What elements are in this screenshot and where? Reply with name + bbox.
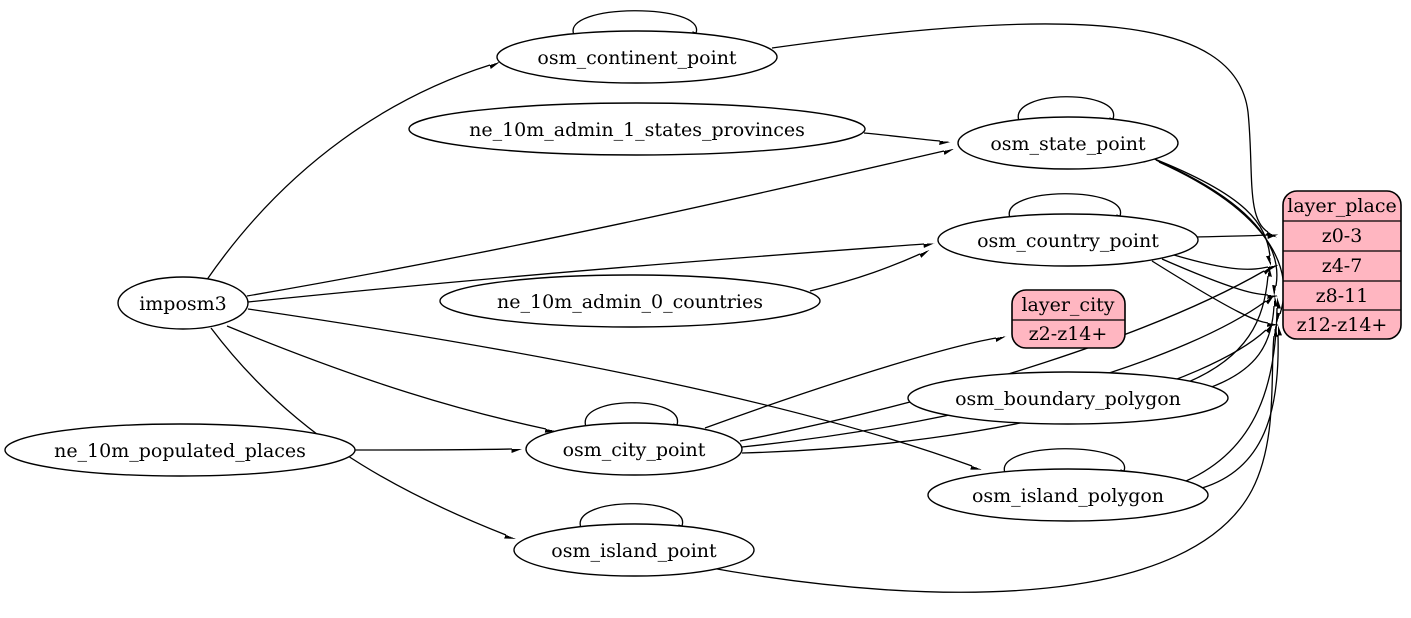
selfloop-osm_continent_point	[572, 10, 697, 35]
edge-imposm3-osm_country_point	[247, 244, 924, 303]
node-label: osm_continent_point	[537, 47, 737, 69]
node-shape	[408, 102, 866, 156]
record-layer_place: layer_place z0-3 z4-7 z8-11 z12-z14+	[1282, 190, 1402, 340]
record-row-z12-z14: z12-z14+	[1297, 314, 1388, 336]
node-ne_10m_admin_1_states_provinces: ne_10m_admin_1_states_provinces	[408, 102, 866, 156]
node-label: osm_city_point	[563, 439, 706, 461]
node-osm_continent_point: osm_continent_point	[496, 30, 778, 84]
node-shape	[439, 274, 821, 328]
node-osm_country_point: osm_country_point	[937, 213, 1199, 267]
edge-osm_country_point-layer_place-z0	[1196, 235, 1268, 237]
edge-osm_island_point-layer_place-z12	[699, 336, 1274, 593]
record-row-z4-7: z4-7	[1322, 255, 1363, 277]
selfloop-osm_island_point	[579, 503, 683, 528]
selfloop-osm_island_polygon	[1003, 448, 1125, 473]
edge-imposm3-osm_state_point	[246, 151, 944, 297]
edge-osm_boundary_polygon-layer_place-z4	[1185, 276, 1268, 384]
node-ne_10m_populated_places: ne_10m_populated_places	[4, 423, 356, 477]
edge-osm_city_point-layer_city-z2	[704, 338, 996, 429]
edge-osm_island_polygon-layer_place-z12	[1201, 335, 1278, 489]
node-osm_boundary_polygon: osm_boundary_polygon	[907, 371, 1229, 425]
node-shape	[927, 468, 1209, 522]
record-row-z2-z14: z2-z14+	[1029, 323, 1108, 345]
node-shape	[525, 422, 743, 476]
selfloop-osm_city_point	[584, 402, 678, 427]
edges-layer	[205, 10, 1285, 593]
edge-osm_country_point-layer_place-z8	[1161, 258, 1268, 295]
record-layer_city: layer_city z2-z14+	[1011, 289, 1126, 349]
node-label: osm_state_point	[990, 133, 1146, 155]
node-shape	[907, 371, 1229, 425]
edge-osm_city_point-layer_place-z4	[739, 271, 1264, 442]
node-osm_island_point: osm_island_point	[513, 523, 755, 577]
node-label: osm_island_polygon	[972, 485, 1164, 507]
record-shape	[1011, 289, 1126, 349]
node-ne_10m_admin_0_countries: ne_10m_admin_0_countries	[439, 274, 821, 328]
edge-imposm3-osm_continent_point	[205, 65, 490, 282]
edge-osm_continent_point-layer_place-z0	[771, 23, 1268, 232]
node-shape	[957, 116, 1179, 170]
edge-osm_country_point-layer_place-z12	[1151, 260, 1268, 323]
edge-imposm3-osm_island_polygon	[247, 308, 972, 466]
edge-osm_boundary_polygon-layer_place-z8	[1205, 306, 1274, 390]
edge-ne_10m_admin_0_countries-osm_country_point	[809, 254, 920, 292]
selfloop-osm_state_point	[1017, 96, 1114, 121]
edge-osm_state_point-layer_place-z4	[1151, 157, 1270, 256]
node-shape	[117, 276, 249, 330]
record-row-z8-11: z8-11	[1316, 285, 1369, 307]
node-label: osm_country_point	[977, 230, 1159, 252]
record-shape	[1282, 190, 1402, 340]
node-osm_city_point: osm_city_point	[525, 422, 743, 476]
node-label: osm_island_point	[551, 540, 717, 562]
selfloop-osm_country_point	[1008, 193, 1121, 218]
node-shape	[937, 213, 1199, 267]
node-shape	[496, 30, 778, 84]
edge-ne_10m_admin_1_states_provinces-osm_state_point	[863, 132, 940, 141]
node-label: ne_10m_admin_1_states_provinces	[469, 119, 805, 141]
node-label: ne_10m_populated_places	[54, 440, 306, 462]
node-label: osm_boundary_polygon	[955, 388, 1181, 410]
node-osm_state_point: osm_state_point	[957, 116, 1179, 170]
record-title: layer_city	[1021, 294, 1114, 316]
record-row-z0-3: z0-3	[1322, 225, 1363, 247]
node-label: ne_10m_admin_0_countries	[497, 291, 763, 313]
node-imposm3: imposm3	[117, 276, 249, 330]
node-osm_island_polygon: osm_island_polygon	[927, 468, 1209, 522]
edge-imposm3-osm_city_point	[226, 325, 546, 429]
edge-osm_country_point-layer_place-z4	[1173, 254, 1268, 269]
node-shape	[4, 423, 356, 477]
edge-ne_10m_populated_places-osm_city_point	[354, 448, 512, 450]
node-label: imposm3	[139, 293, 227, 315]
node-shape	[513, 523, 755, 577]
record-title: layer_place	[1287, 195, 1396, 217]
edge-osm_state_point-layer_place-z8	[1155, 159, 1278, 286]
